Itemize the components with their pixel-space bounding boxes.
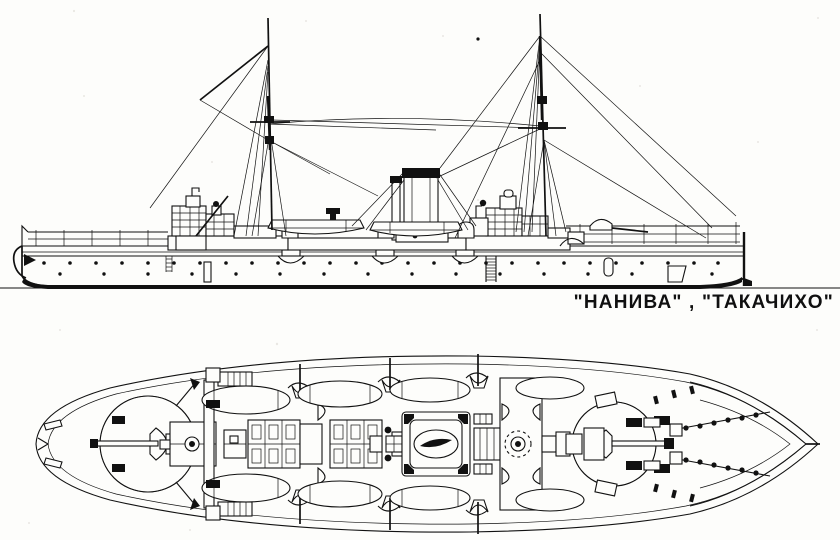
stern-fairlead-stbd xyxy=(43,457,63,469)
forecastle-stanchions xyxy=(653,385,695,503)
ink-speck xyxy=(476,37,480,41)
aft-gun-muzzle xyxy=(90,439,98,448)
aft-mast-gaff xyxy=(199,45,269,101)
funnel-casing xyxy=(401,411,471,477)
funnel-guys xyxy=(351,171,477,231)
hull-fitting-aft xyxy=(203,261,212,283)
forward-gun-mount xyxy=(589,218,649,233)
sponson-aft xyxy=(276,245,306,264)
deck-cleats-aft xyxy=(206,400,220,488)
stern-fairlead-port xyxy=(43,419,63,431)
boat-port-4 xyxy=(515,376,585,400)
stern-tip-detail xyxy=(37,437,50,451)
porthole-row-upper xyxy=(42,261,720,265)
boarding-ladder-aft xyxy=(165,256,173,272)
ram-bow xyxy=(744,278,752,286)
boat-stbd-4 xyxy=(515,488,585,512)
plan-view xyxy=(35,354,820,534)
boot-topping-band xyxy=(22,277,742,289)
boat-davit-port-3 xyxy=(389,354,489,403)
boat-davit-stbd-3 xyxy=(389,485,489,534)
skylight-group-aft xyxy=(223,419,323,469)
funnel-opening xyxy=(420,438,452,448)
aft-mast xyxy=(149,17,437,237)
railing-forward xyxy=(566,222,740,244)
aft-gun-barrel xyxy=(95,440,159,447)
midship-deckhouse xyxy=(499,377,557,511)
boat-davit-port-2 xyxy=(297,358,401,408)
boat-aft xyxy=(267,219,365,235)
boat-forward xyxy=(369,221,463,237)
anchor-gear xyxy=(643,411,771,477)
hull-fitting-forward xyxy=(603,257,614,277)
forward-gun-muzzle xyxy=(664,438,674,449)
railing-aft xyxy=(21,224,168,247)
fore-mast xyxy=(271,13,737,239)
triatic-stay xyxy=(267,118,541,127)
forecastle-edge-port xyxy=(689,381,807,445)
stern-counter xyxy=(12,245,27,279)
hull-shaft-bossing xyxy=(667,265,687,283)
sponson-gun-plan-stbd xyxy=(205,501,253,521)
forward-superstructure xyxy=(469,189,585,247)
forecastle-fittings xyxy=(594,391,642,497)
forward-gun-barrel xyxy=(611,440,667,447)
sponson-gun-plan-port xyxy=(205,367,253,387)
porthole-row-lower xyxy=(58,272,714,276)
drawing-caption: "НАНИВА" , "ТАКАЧИХО" xyxy=(573,292,834,313)
boarding-ladder xyxy=(485,256,497,282)
stern-skylight xyxy=(159,439,171,450)
aft-superstructure xyxy=(171,187,277,251)
cargo-derrick xyxy=(195,195,229,237)
forecastle-inner-edge xyxy=(699,399,791,489)
forecastle-edge-stbd xyxy=(689,443,807,507)
profile-view xyxy=(0,13,840,289)
stern-fairlead xyxy=(24,254,36,266)
